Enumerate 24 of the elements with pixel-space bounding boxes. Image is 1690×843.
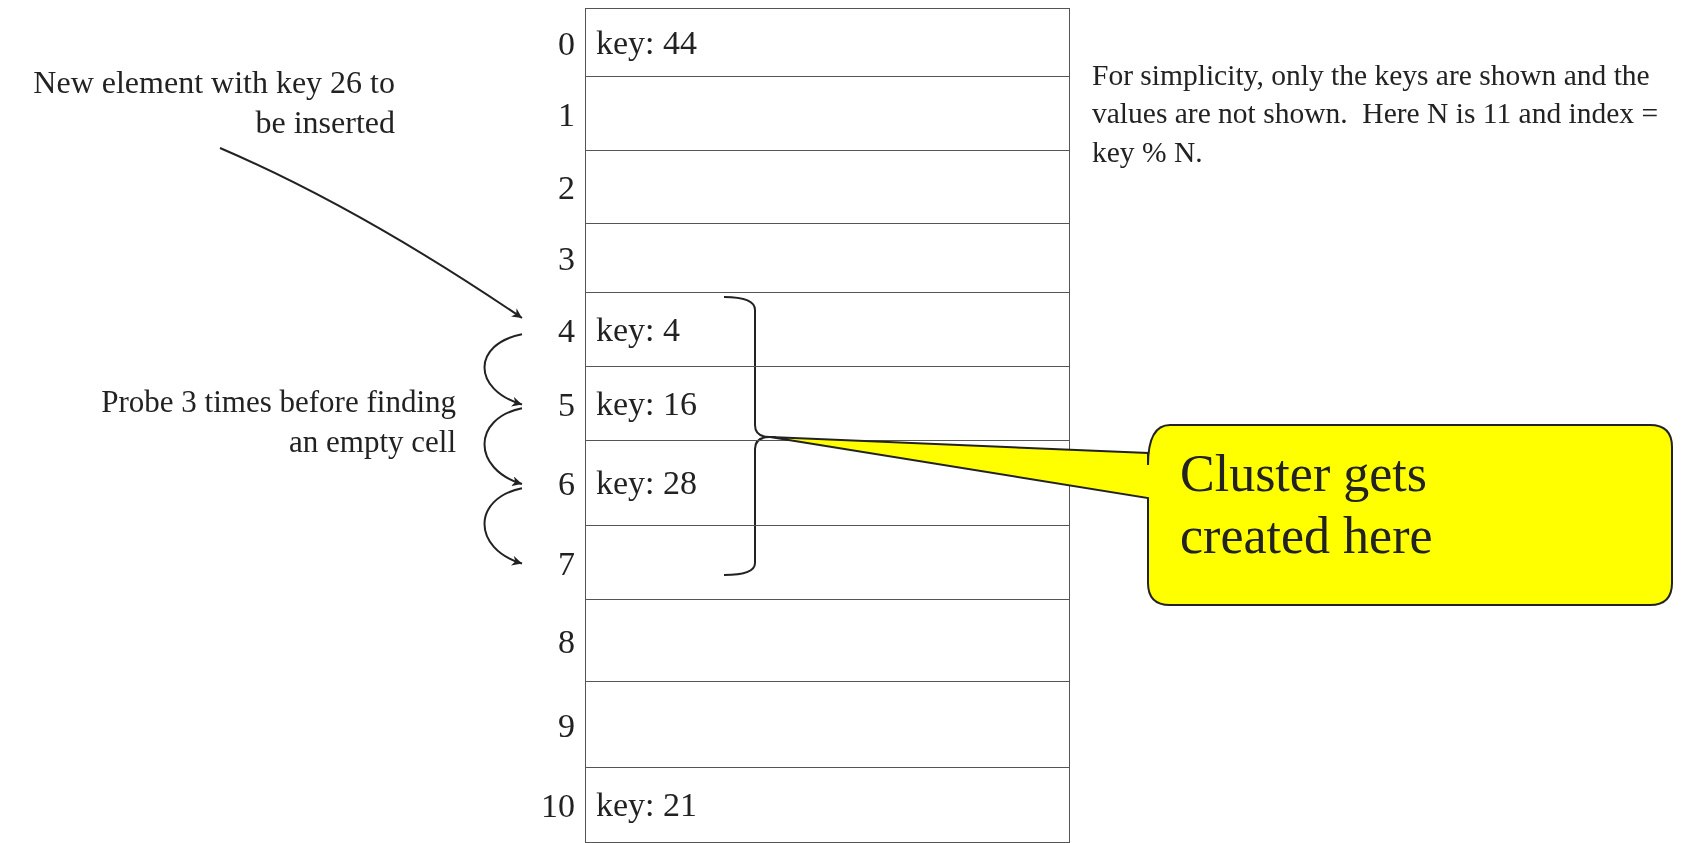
- index-number: 6: [557, 464, 576, 504]
- index-number: 0: [557, 23, 576, 64]
- index-number: 3: [557, 239, 576, 279]
- index-number: 10: [540, 786, 576, 826]
- arrow: [219, 147, 523, 319]
- arrow: [483, 333, 523, 406]
- arrow: [483, 487, 523, 565]
- cell-key: key: 16: [596, 384, 698, 423]
- cell-key: key: 21: [596, 786, 698, 824]
- arrow: [483, 407, 523, 486]
- annotation-text: New element with key 26 to be inserted: [32, 63, 395, 142]
- index-number: 4: [557, 310, 576, 351]
- index-number: 1: [557, 94, 576, 135]
- callout-text: Cluster gets created here: [1180, 444, 1434, 567]
- index-number: 8: [557, 621, 576, 662]
- index-number: 7: [557, 543, 576, 584]
- index-number: 2: [557, 168, 576, 208]
- cell-key: key: 4: [596, 310, 681, 349]
- index-number: 5: [557, 384, 576, 425]
- explanation-note: For simplicity, only the keys are shown and the values are not shown. Here N is 11 and index = key % N.: [1092, 58, 1660, 170]
- probe-note: Probe 3 times before finding an empty cell: [100, 383, 456, 462]
- cell-key: key: 28: [596, 464, 698, 502]
- index-number: 9: [557, 705, 576, 746]
- cell-key: key: 44: [596, 23, 698, 62]
